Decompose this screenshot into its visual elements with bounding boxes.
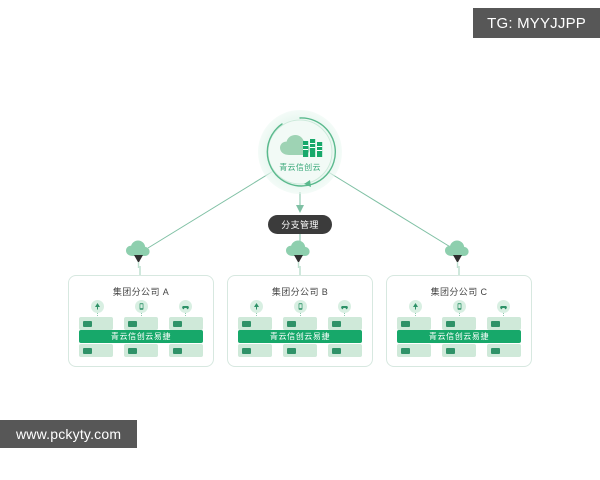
branch-node-column <box>441 300 477 318</box>
platform-bar[interactable]: 青云信创云易捷 <box>397 330 521 343</box>
screen-glyph <box>401 320 410 327</box>
site-watermark: www.pckyty.com <box>0 420 138 448</box>
branch-title: 集团分公司 A <box>112 287 170 297</box>
node-box[interactable] <box>328 317 362 330</box>
tree-icon[interactable] <box>408 300 422 313</box>
screen-glyph <box>287 347 296 354</box>
node-box[interactable] <box>442 344 476 357</box>
branch-management-pill[interactable]: 分支管理 <box>268 215 332 234</box>
node-box[interactable] <box>124 344 158 357</box>
branch-box-c[interactable]: 集团分公司 C <box>386 275 532 367</box>
screen-glyph <box>491 320 500 327</box>
screen-glyph <box>332 320 341 327</box>
branch-nodes-bottom <box>79 344 203 357</box>
branch-title: 集团分公司 B <box>271 287 329 297</box>
tree-icon[interactable] <box>249 300 263 313</box>
node-box[interactable] <box>283 317 317 330</box>
node-box[interactable] <box>487 344 521 357</box>
node-box[interactable] <box>397 344 431 357</box>
branch-node-column <box>238 300 274 318</box>
node-box[interactable] <box>79 344 113 357</box>
branch-node-column <box>397 300 433 318</box>
platform-bar[interactable]: 青云信创云易捷 <box>238 330 362 343</box>
cloud-marker-center <box>283 236 317 270</box>
car-icon[interactable] <box>337 300 351 313</box>
node-box[interactable] <box>169 317 203 330</box>
screen-glyph <box>128 347 137 354</box>
branch-node-column <box>123 300 159 318</box>
branch-node-column <box>79 300 115 318</box>
hub-label: 青云信创云 <box>279 162 321 172</box>
branch-node-column <box>326 300 362 318</box>
tablet-icon[interactable] <box>452 300 466 313</box>
screen-glyph <box>242 347 251 354</box>
screen-glyph <box>446 347 455 354</box>
branch-nodes-top <box>79 317 203 330</box>
screen-glyph <box>242 320 251 327</box>
screen-glyph <box>332 347 341 354</box>
branch-nodes-top <box>238 317 362 330</box>
screen-glyph <box>173 320 182 327</box>
node-box[interactable] <box>442 317 476 330</box>
screen-glyph <box>173 347 182 354</box>
branch-node-column <box>167 300 203 318</box>
node-box[interactable] <box>328 344 362 357</box>
node-box[interactable] <box>238 344 272 357</box>
hub-logo: 青云信创云 <box>258 110 342 194</box>
tablet-icon[interactable] <box>293 300 307 313</box>
screen-glyph <box>83 347 92 354</box>
screen-glyph <box>401 347 410 354</box>
stem-line <box>458 313 460 318</box>
stem-line <box>299 313 301 318</box>
branch-nodes-bottom <box>238 344 362 357</box>
branch-node-column <box>485 300 521 318</box>
screen-glyph <box>491 347 500 354</box>
hub-ring <box>266 117 336 187</box>
screen-glyph <box>128 320 137 327</box>
tg-badge: TG: MYYJJPP <box>473 8 600 38</box>
branch-icons-row <box>79 300 203 318</box>
stem-line <box>502 313 504 318</box>
tree-icon[interactable] <box>90 300 104 313</box>
tablet-icon[interactable] <box>134 300 148 313</box>
car-icon[interactable] <box>496 300 510 313</box>
node-box[interactable] <box>283 344 317 357</box>
branch-box-a[interactable]: 集团分公司 A <box>68 275 214 367</box>
platform-bar[interactable]: 青云信创云易捷 <box>79 330 203 343</box>
node-box[interactable] <box>238 317 272 330</box>
stem-line <box>140 313 142 318</box>
branch-nodes-top <box>397 317 521 330</box>
branch-box-b[interactable]: 集团分公司 B <box>227 275 373 367</box>
screen-glyph <box>446 320 455 327</box>
screen-glyph <box>287 320 296 327</box>
branch-title: 集团分公司 C <box>430 287 488 297</box>
stem-line <box>96 313 98 318</box>
node-box[interactable] <box>169 344 203 357</box>
branch-icons-row <box>397 300 521 318</box>
cloud-marker-left <box>123 236 157 270</box>
screen-glyph <box>83 320 92 327</box>
car-icon[interactable] <box>178 300 192 313</box>
stem-line <box>255 313 257 318</box>
branch-node-column <box>282 300 318 318</box>
node-box[interactable] <box>124 317 158 330</box>
stem-line <box>414 313 416 318</box>
cloud-server-icon <box>280 134 323 157</box>
node-box[interactable] <box>79 317 113 330</box>
cloud-marker-right <box>442 236 476 270</box>
node-box[interactable] <box>397 317 431 330</box>
branch-nodes-bottom <box>397 344 521 357</box>
hub-node[interactable]: 青云信创云 <box>258 110 342 194</box>
stem-line <box>184 313 186 318</box>
branch-icons-row <box>238 300 362 318</box>
node-box[interactable] <box>487 317 521 330</box>
stem-line <box>343 313 345 318</box>
